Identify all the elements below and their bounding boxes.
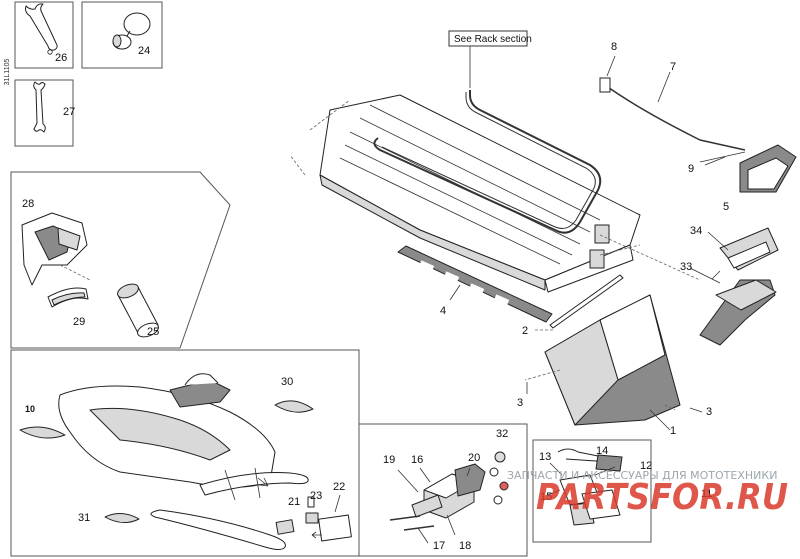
label-25: 25: [147, 326, 159, 338]
label-20: 20: [468, 452, 480, 464]
watermark: ЗАПЧАСТИ И АКСЕССУАРЫ ДЛЯ МОТОТЕХНИКИ PA…: [507, 469, 788, 518]
label-13: 13: [539, 451, 551, 463]
label-3b: 3: [706, 406, 712, 418]
rack-assembly: See Rack section: [289, 30, 701, 293]
watermark-caption: ЗАПЧАСТИ И АКСЕССУАРЫ ДЛЯ МОТОТЕХНИКИ: [507, 469, 777, 482]
label-10: 10: [25, 404, 35, 414]
label-5: 5: [723, 201, 729, 213]
label-23: 23: [310, 490, 322, 502]
label-21: 21: [288, 496, 300, 508]
label-31: 31: [78, 512, 90, 524]
label-15: 15: [540, 491, 552, 503]
label-12: 12: [640, 460, 652, 472]
rack-section-label: See Rack section: [454, 34, 532, 45]
screws-3: 3 3: [517, 270, 721, 418]
wrench-box-24: 24: [81, 1, 163, 69]
part-4-strip: 4: [397, 245, 553, 323]
label-30: 30: [281, 376, 293, 388]
label-24: 24: [138, 45, 150, 57]
connector-panel: 28 29 25: [10, 171, 231, 349]
label-3a: 3: [517, 397, 523, 409]
label-27: 27: [63, 106, 75, 118]
snowmobile-panel: 10 30 31 21 23 22: [10, 349, 360, 557]
label-19: 19: [383, 454, 395, 466]
label-32: 32: [496, 428, 508, 440]
label-2: 2: [522, 325, 528, 337]
label-22: 22: [333, 481, 345, 493]
drawing-code: 31L1105: [4, 59, 11, 86]
label-34: 34: [690, 225, 702, 237]
label-18: 18: [459, 540, 471, 552]
wrench-box-26: 26: [14, 1, 74, 69]
part-1-flap: 1: [524, 294, 681, 437]
label-14: 14: [596, 445, 608, 457]
label-7: 7: [670, 61, 676, 73]
rack-section-callout: [448, 30, 528, 47]
label-29: 29: [73, 316, 85, 328]
label-1: 1: [670, 425, 676, 437]
tail-light-assembly: 8 7 9 5: [599, 41, 797, 213]
label-11: 11: [701, 488, 712, 500]
plate-panel: 14 13 12 15 11: [532, 439, 712, 543]
bracket-33-34: 34 33: [680, 225, 779, 346]
label-28: 28: [22, 198, 34, 210]
label-26: 26: [55, 52, 67, 64]
label-4: 4: [440, 305, 446, 317]
wrench-box-27: 27: [14, 79, 75, 147]
label-9: 9: [688, 163, 694, 175]
label-16: 16: [411, 454, 423, 466]
watermark-brand: PARTSFOR.RU: [536, 477, 788, 518]
label-17: 17: [433, 540, 445, 552]
label-33: 33: [680, 261, 692, 273]
label-8: 8: [611, 41, 617, 53]
hardware-panel: 19 16 20 32 17 18: [358, 423, 528, 557]
part-2-bar: 2: [522, 274, 624, 337]
